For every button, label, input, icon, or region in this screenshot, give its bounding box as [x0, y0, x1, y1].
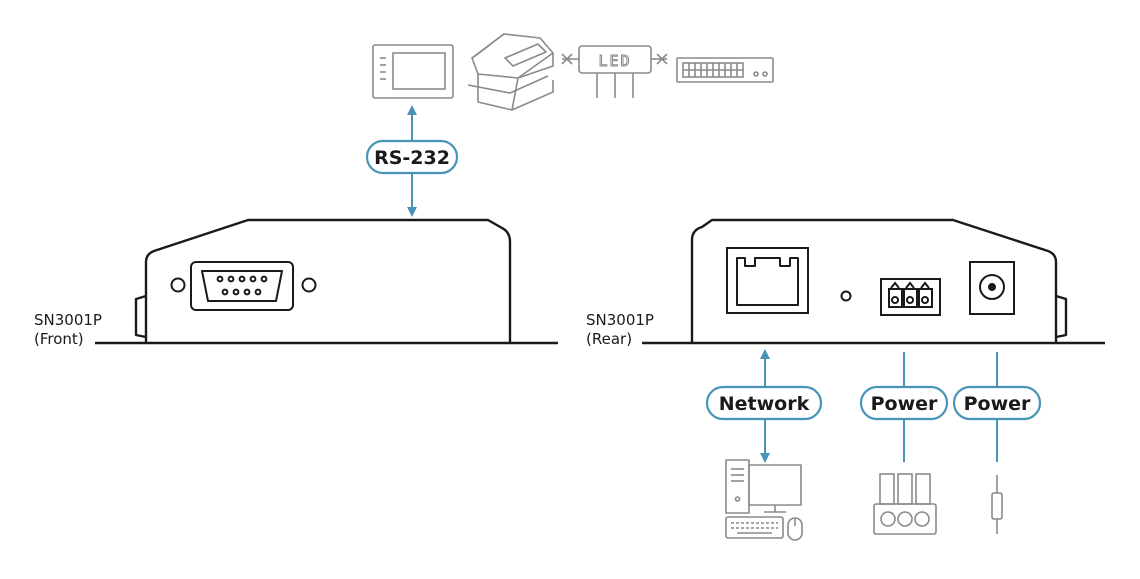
db9-serial-port-icon [190, 261, 294, 311]
rear-device [642, 218, 1105, 345]
rs232-label-pill [365, 139, 459, 175]
reset-hole-icon [840, 290, 852, 302]
rj45-port-icon [726, 247, 809, 314]
screw-hole-icon [170, 277, 186, 293]
rear-device-side: (Rear) [586, 330, 632, 348]
dc-plug-icon [991, 475, 1003, 534]
front-device [95, 218, 558, 345]
front-device-model: SN3001P [34, 311, 102, 329]
power-right-label: Power [964, 393, 1031, 415]
network-label: Network [719, 393, 810, 415]
led-display-icon [561, 45, 668, 98]
rs232-label: RS-232 [374, 147, 450, 169]
front-device-side: (Front) [34, 330, 84, 348]
dc-jack-icon [969, 261, 1015, 315]
network-switch-icon [676, 57, 774, 83]
terminal-block-icon [880, 278, 941, 316]
desktop-computer-icon [725, 459, 803, 541]
touch-panel-icon [372, 44, 454, 99]
led-display-text: LED [598, 52, 631, 70]
network-label-pill [705, 385, 823, 421]
power-right-label-pill [952, 385, 1042, 421]
power-left-label: Power [871, 393, 938, 415]
receipt-printer-icon [467, 33, 554, 111]
terminal-block-plug-icon [873, 473, 937, 535]
rear-device-model: SN3001P [586, 311, 654, 329]
screw-hole-icon [301, 277, 317, 293]
power-left-label-pill [859, 385, 949, 421]
